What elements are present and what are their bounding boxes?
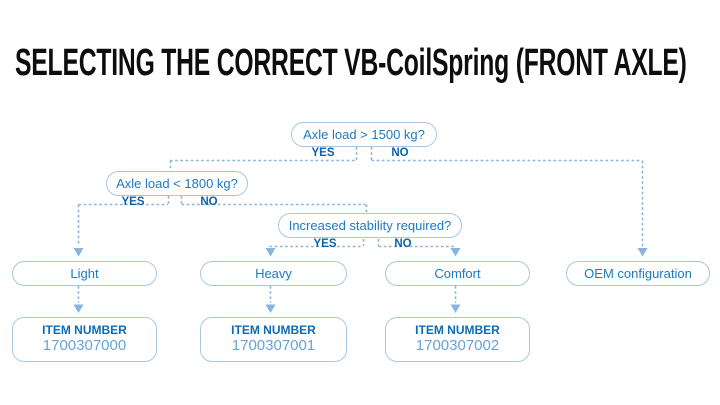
item-number-box-light: ITEM NUMBER 1700307000 xyxy=(12,317,157,362)
no-label: NO xyxy=(200,196,218,208)
item-number-value: 1700307000 xyxy=(42,337,127,355)
item-number-box-heavy: ITEM NUMBER 1700307001 xyxy=(200,317,347,362)
arrow-down-icon xyxy=(73,304,84,313)
page-title: SELECTING THE CORRECT VB-CoilSpring (FRO… xyxy=(15,42,687,84)
item-number-heading: ITEM NUMBER xyxy=(231,323,316,338)
item-number-value: 1700307001 xyxy=(231,337,316,355)
outcome-oem-configuration: OEM configuration xyxy=(566,261,710,286)
decision-axle-load-1500: Axle load > 1500 kg? xyxy=(291,122,437,147)
decision-axle-load-1800: Axle load < 1800 kg? xyxy=(106,171,248,196)
decision-increased-stability: Increased stability required? xyxy=(278,213,462,238)
outcome-comfort: Comfort xyxy=(385,261,530,286)
outcome-heavy: Heavy xyxy=(200,261,347,286)
no-label: NO xyxy=(391,147,409,159)
item-number-heading: ITEM NUMBER xyxy=(42,323,127,338)
item-number-box-comfort: ITEM NUMBER 1700307002 xyxy=(385,317,530,362)
arrow-down-icon xyxy=(73,248,84,257)
arrow-down-icon xyxy=(450,248,461,257)
arrow-down-icon xyxy=(637,248,648,257)
yes-label: YES xyxy=(311,147,335,159)
outcome-light: Light xyxy=(12,261,157,286)
arrow-down-icon xyxy=(265,248,276,257)
no-label: NO xyxy=(394,238,412,250)
arrow-down-icon xyxy=(265,304,276,313)
arrow-down-icon xyxy=(450,304,461,313)
yes-label: YES xyxy=(313,238,337,250)
item-number-value: 1700307002 xyxy=(415,337,500,355)
yes-label: YES xyxy=(121,196,145,208)
item-number-heading: ITEM NUMBER xyxy=(415,323,500,338)
